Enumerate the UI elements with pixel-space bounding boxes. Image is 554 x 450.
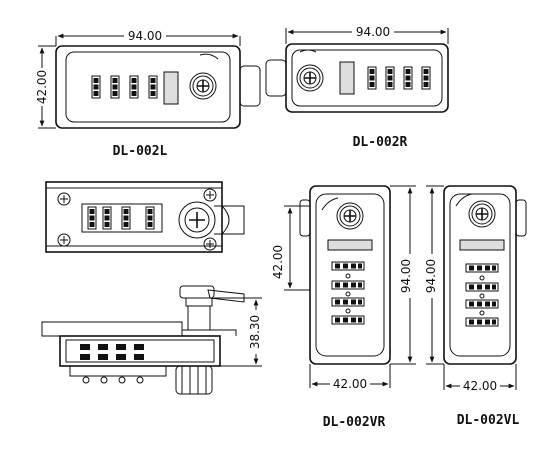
view-dl002vl: 94.00 42.00 DL-002VL bbox=[422, 185, 527, 428]
keypad-wheels bbox=[87, 206, 155, 230]
lock-knob-icon bbox=[189, 72, 217, 100]
label-dl002r: DL-002R bbox=[353, 135, 408, 150]
code-plate bbox=[459, 239, 505, 251]
lock-knob-icon bbox=[336, 202, 364, 230]
code-plate bbox=[339, 61, 355, 95]
view-side: 38.30 bbox=[41, 285, 262, 395]
dim-r-width: 94.00 bbox=[356, 25, 390, 39]
side-wheels bbox=[80, 344, 144, 360]
keypad-wheels bbox=[91, 75, 158, 99]
dim-l-height: 42.00 bbox=[35, 70, 49, 104]
view-dl002l: 94.00 42.00 DL-002L bbox=[33, 28, 261, 159]
dim-vr-width: 42.00 bbox=[333, 377, 367, 391]
view-back-plate bbox=[45, 181, 245, 253]
dim-vr-height-right: 94.00 bbox=[399, 259, 413, 293]
lock-knob-icon bbox=[468, 200, 496, 228]
view-dl002vr: 42.00 94.00 42.00 DL-002VR bbox=[270, 185, 416, 430]
lock-knob-icon bbox=[296, 64, 324, 92]
dim-vr-height-left: 42.00 bbox=[271, 245, 285, 279]
dim-vl-width: 42.00 bbox=[463, 379, 497, 393]
label-dl002l: DL-002L bbox=[113, 144, 168, 159]
code-plate bbox=[163, 71, 179, 105]
label-dl002vr: DL-002VR bbox=[323, 415, 386, 430]
dim-l-width: 94.00 bbox=[128, 29, 162, 43]
view-dl002r: 94.00 DL-002R bbox=[265, 24, 449, 150]
code-plate bbox=[327, 239, 373, 251]
keypad-wheels bbox=[331, 261, 365, 325]
dim-vl-height: 94.00 bbox=[424, 259, 438, 293]
dim-side-depth: 38.30 bbox=[248, 315, 262, 349]
keypad-wheels bbox=[367, 66, 431, 90]
keypad-wheels bbox=[465, 263, 499, 327]
label-dl002vl: DL-002VL bbox=[457, 413, 520, 428]
